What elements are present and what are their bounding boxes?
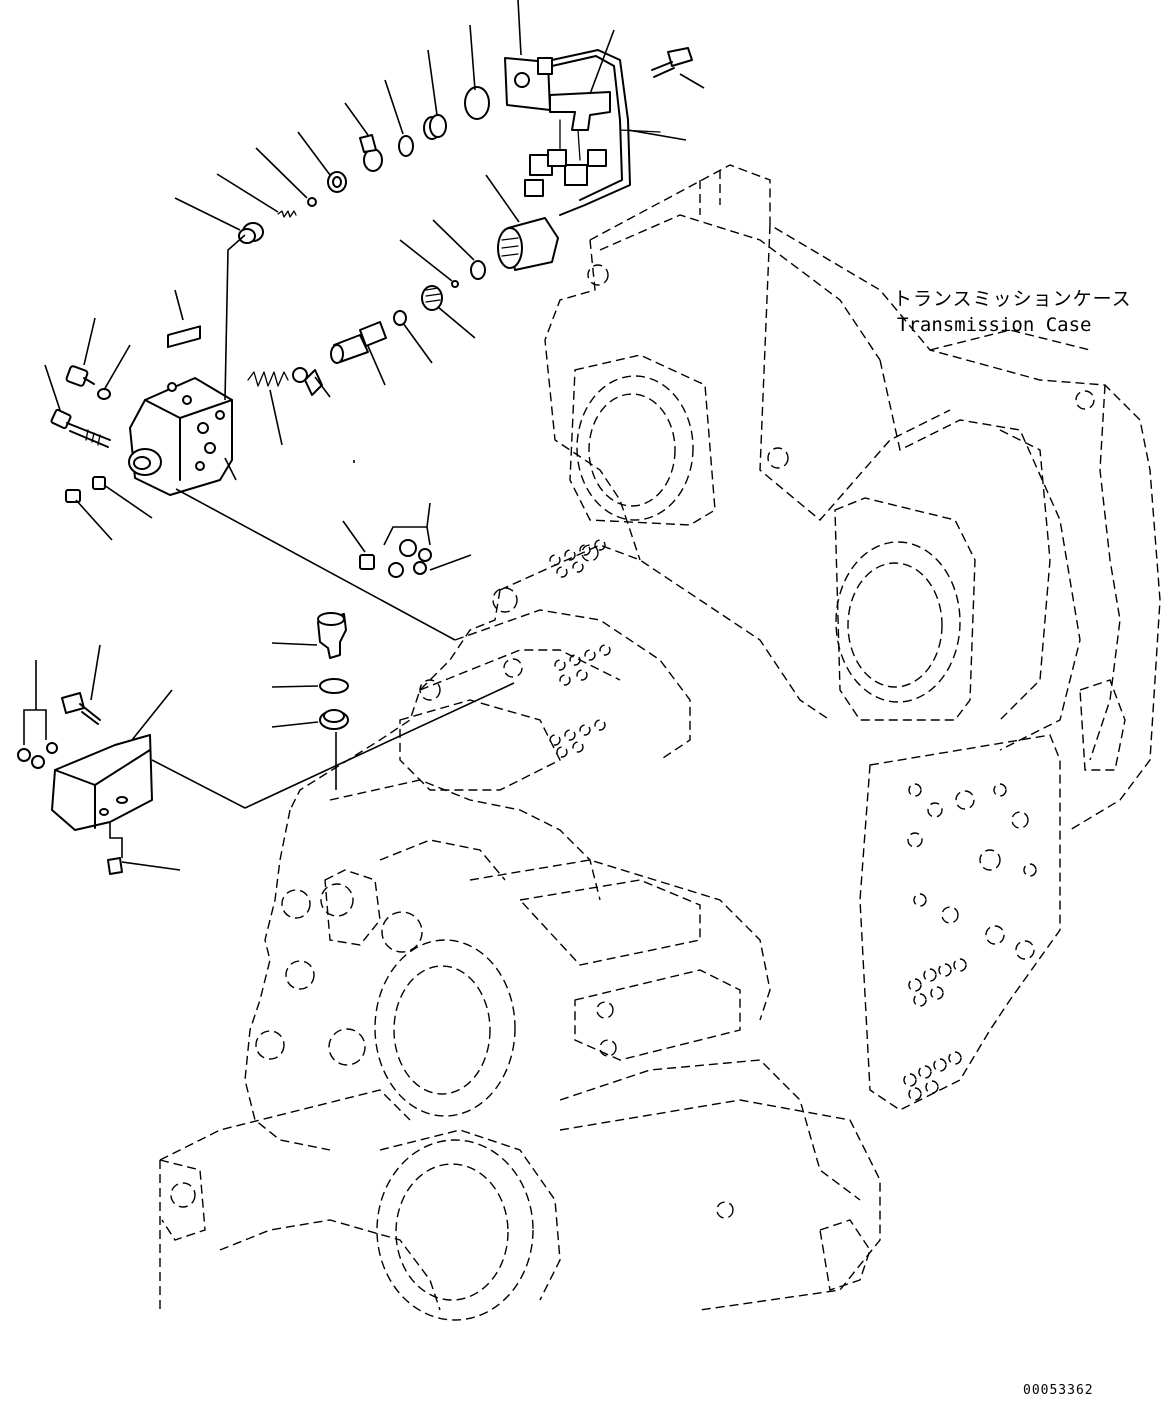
washer-stack [423, 114, 447, 140]
spool [330, 321, 387, 364]
spring-seat [292, 367, 323, 396]
o-ring-center [319, 678, 349, 694]
retainer [359, 134, 383, 172]
bolt-upper-right [651, 47, 693, 78]
ball [307, 197, 317, 207]
hollow-plug [317, 612, 347, 659]
wire-harness [524, 49, 661, 216]
case-name-en: Transmission Case [897, 314, 1091, 336]
o-ring [393, 310, 407, 326]
o-ring-set [388, 539, 432, 578]
sleeve-center [319, 709, 349, 730]
solenoid-flange [504, 57, 553, 111]
sleeve-plug [238, 222, 264, 244]
cover-block [51, 734, 153, 831]
side-plate-ports [903, 783, 1037, 1101]
valve-ports-upper [549, 539, 611, 758]
o-ring-small [97, 388, 111, 400]
figure-number: 00053362 [1023, 1383, 1094, 1398]
bracket [549, 91, 611, 131]
leader-lines [23, 0, 705, 871]
plug-lower-left [65, 476, 106, 503]
o-ring-large [464, 86, 490, 120]
spring [247, 371, 289, 387]
plug-bolt-upper [65, 365, 95, 387]
solenoid-valve [497, 217, 559, 271]
o-ring-solenoid [470, 260, 486, 280]
pin [451, 280, 459, 288]
plug-threaded [421, 285, 443, 311]
cover-fittings [17, 692, 123, 875]
case-name-jp: トランスミッションケース [893, 288, 1132, 310]
valve-body [128, 377, 233, 496]
plug-nut [359, 554, 375, 570]
small-spring [277, 210, 297, 218]
transmission-case [159, 164, 1161, 1321]
snap-ring [398, 135, 414, 157]
seat [327, 171, 347, 193]
mounting-bolt [50, 408, 111, 448]
name-plate [167, 325, 201, 349]
